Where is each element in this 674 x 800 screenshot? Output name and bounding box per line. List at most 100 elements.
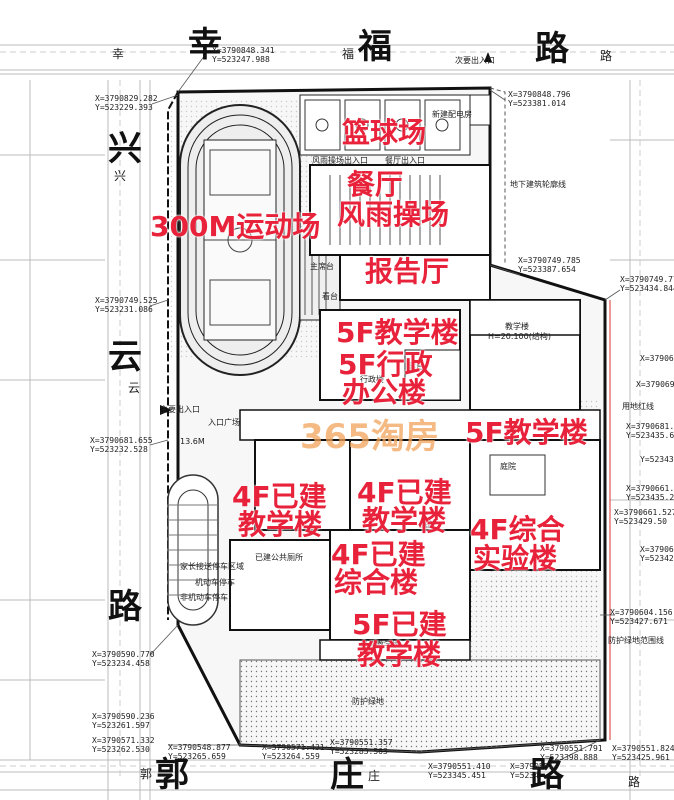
coord-y: Y=523234.458: [92, 659, 150, 668]
road-small-north-2: 福: [342, 47, 355, 61]
label-rain-entry: 风雨操场出入口: [312, 156, 368, 165]
coord-y: Y=523262.530: [92, 745, 150, 754]
label-public-toilet: 已建公共厕所: [255, 553, 303, 562]
coord-y: Y=523430: [640, 455, 674, 464]
coord-y: Y=523434.844: [620, 284, 674, 293]
road-small-west-1: 兴: [114, 169, 127, 183]
coord-x: X=3790749.785: [518, 256, 581, 265]
coord-x: X=3790551.824: [612, 744, 674, 753]
label-built4b-2: 教学楼: [362, 504, 447, 537]
road-small-south-1: 郭: [140, 767, 153, 781]
label-entrance-secondary: 次要出入口: [455, 56, 495, 65]
coord-y: Y=523435.2: [626, 493, 674, 502]
coord-x: X=3790551.357: [330, 738, 393, 747]
label-teach-bldg: 教学楼: [505, 322, 529, 331]
label-main-stand: 主席台: [310, 262, 334, 271]
coord-y: Y=523231.086: [95, 305, 153, 314]
coord-x: X=3790661.527: [614, 508, 674, 517]
label-stand: 看台: [322, 292, 338, 301]
label-atrium-2: 庭院: [420, 520, 436, 529]
road-small-south-3: 路: [628, 775, 641, 789]
label-built5-2: 教学楼: [357, 638, 442, 671]
label-admin-bldg: 行政楼: [360, 375, 384, 384]
label-motor-parking: 机动车停车: [195, 578, 235, 587]
label-land-red-line: 用地红线: [622, 402, 654, 411]
coord-x: X=3790681.655: [90, 436, 153, 445]
label-atrium: 庭院: [500, 462, 516, 471]
coord-y: Y=523265.659: [168, 752, 226, 761]
coord-x: X=3790661.29: [626, 484, 674, 493]
coord-y: Y=523381.014: [508, 99, 566, 108]
label-lab-1: 4F综合: [470, 513, 565, 546]
coord-x: X=3790548.877: [168, 743, 231, 752]
road-small-west-2: 云: [128, 381, 141, 395]
coord-y: Y=523232.528: [90, 445, 148, 454]
label-built5-1: 5F已建: [352, 608, 447, 641]
coord-y: Y=523264.559: [262, 752, 320, 761]
road-name-north-3: 路: [535, 29, 569, 69]
coord-x: X=3790551.791: [540, 744, 603, 753]
label-basketball: 篮球场: [342, 116, 427, 149]
label-lab-2: 实验楼: [473, 542, 558, 575]
label-substation: 新建配电房: [432, 110, 472, 119]
coord-x: X=3790571.431: [262, 743, 325, 752]
label-pickup-area: 家长接送停车区域: [180, 562, 244, 571]
label-protect-green: 防护绿地: [352, 697, 384, 706]
label-teach-5f-a: 5F教学楼: [336, 316, 459, 349]
road-name-west-2: 云: [108, 337, 142, 377]
label-built4-2: 教学楼: [238, 508, 323, 541]
coord-x: X=3790551.410: [428, 762, 491, 771]
coord-y: Y=523247.988: [212, 55, 270, 64]
coord-y: Y=523283.563: [330, 747, 388, 756]
coord-x: X=3790681.1: [626, 422, 674, 431]
road-name-west-1: 兴: [108, 129, 142, 169]
label-terrace: 露台: [408, 362, 424, 371]
label-entrance-main: 主要出入口: [160, 405, 200, 414]
coord-y: Y=523425.961: [612, 753, 670, 762]
label-teach-5f-b: 5F教学楼: [465, 416, 588, 449]
label-built-teach: 已建教学楼: [360, 640, 400, 649]
coord-x: X=3790749.525: [95, 296, 158, 305]
coord-x: X=3790604.156: [610, 608, 673, 617]
road-small-north-3: 路: [600, 49, 613, 63]
road-name-south-3: 路: [530, 755, 564, 795]
label-admin-2: 办公楼: [342, 376, 427, 409]
coord-x: X=3790590.236: [92, 712, 155, 721]
road-small-north-1: 幸: [112, 47, 125, 61]
label-admin-1: 5F行政: [338, 348, 433, 381]
label-built4-1: 4F已建: [232, 480, 327, 513]
label-canteen: 餐厅: [347, 168, 404, 201]
road-name-north-1: 幸: [188, 25, 222, 65]
label-road-distance: 13.6M: [180, 437, 205, 446]
coord-x: X=3790848.341: [212, 46, 275, 55]
coord-y: Y=523398.888: [540, 753, 598, 762]
coord-x: X=37906: [640, 545, 674, 554]
coord-x: X=3790590.770: [92, 650, 155, 659]
label-green-belt: 防护绿地范围线: [608, 636, 664, 645]
coord-x: X=3790848.796: [508, 90, 571, 99]
coord-y: Y=523345.451: [428, 771, 486, 780]
road-name-south-1: 郭: [155, 755, 189, 795]
coord-y: Y=5234: [510, 771, 539, 780]
coord-y: Y=523229.393: [95, 103, 153, 112]
road-small-south-2: 庄: [368, 769, 381, 783]
label-track: 300M运动场: [150, 210, 321, 243]
label-teach-height: H=20.100(结构): [488, 332, 551, 341]
coord-y: Y=523435.6: [626, 431, 674, 440]
road-name-north-2: 福: [358, 27, 392, 67]
label-rain-field: 风雨操场: [337, 198, 450, 231]
label-entrance-plaza: 入口广场: [208, 418, 240, 427]
watermark-logo: 365淘房: [300, 417, 439, 457]
coord-y: Y=52342: [640, 554, 674, 563]
coord-y: Y=523261.597: [92, 721, 150, 730]
label-built4b-1: 4F已建: [357, 476, 452, 509]
road-name-south-2: 庄: [330, 755, 364, 795]
coord-y: Y=523427.671: [610, 617, 668, 626]
road-name-west-3: 路: [108, 587, 142, 627]
label-bike-parking: 非机动车停车: [180, 593, 228, 602]
label-canteen-entry: 餐厅出入口: [385, 156, 425, 165]
label-basement-line: 地下建筑轮廓线: [510, 180, 566, 189]
coord-y: Y=523429.50: [614, 517, 667, 526]
coord-y: Y=523387.654: [518, 265, 576, 274]
